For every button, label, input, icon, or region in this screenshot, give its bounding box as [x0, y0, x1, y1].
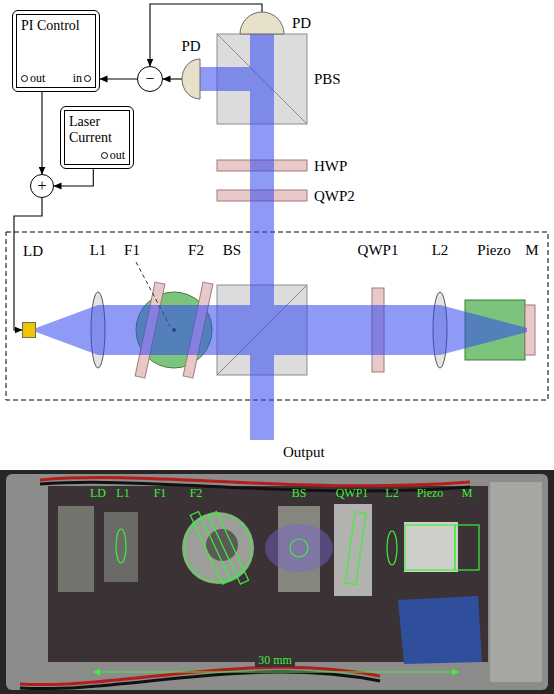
- part-label: Piezo: [477, 243, 510, 258]
- part-label: Output: [283, 445, 325, 460]
- signal-wire: [163, 78, 182, 79]
- part-label: QWP2: [314, 189, 355, 204]
- part-label: L2: [432, 243, 449, 258]
- photo-annotation: BS: [292, 487, 307, 499]
- lens-outline: [116, 529, 126, 563]
- signal-wire: [14, 198, 42, 330]
- part-label: PBS: [314, 72, 341, 87]
- signal-wire: [41, 92, 42, 174]
- port-terminal: [21, 75, 28, 82]
- cavity-beam: [36, 305, 527, 355]
- violet-glow: [265, 524, 333, 572]
- part-label: F2: [188, 243, 204, 258]
- box-title: Laser Current: [69, 114, 125, 145]
- signal-wire: [150, 4, 262, 66]
- lens-outline: [387, 531, 397, 565]
- housing-end-block: [490, 482, 542, 682]
- photodiode: PD: [240, 12, 284, 34]
- signal-wire: [100, 78, 137, 79]
- piezo-outline: [405, 525, 455, 570]
- photo-annotation: F1: [154, 487, 167, 499]
- plate-outline: [345, 512, 366, 585]
- laser-housing-outline: [6, 232, 548, 400]
- part-label: HWP: [314, 159, 347, 174]
- port-label: in: [73, 72, 82, 84]
- component-label: LD: [23, 244, 43, 259]
- mirror-outline: [455, 525, 479, 570]
- summing-node: +: [30, 174, 54, 198]
- part-label: BS: [223, 243, 241, 258]
- dimension-line: [94, 671, 458, 672]
- part-label: F1: [124, 243, 140, 258]
- bs-outline: [290, 539, 308, 557]
- port-terminal: [84, 75, 91, 82]
- photo-annotation: M: [462, 487, 473, 499]
- photodiode-body: [182, 59, 200, 99]
- port: out: [101, 149, 125, 161]
- dimension-label: 30 mm: [255, 653, 295, 667]
- box-title: PI Control: [21, 18, 91, 34]
- piezo-block: [404, 522, 458, 572]
- photodiode: PD: [182, 59, 200, 99]
- component-label: PD: [292, 16, 311, 31]
- port-row: out in: [21, 72, 91, 84]
- operator-sign: +: [37, 178, 46, 194]
- controller-box: PI Control out in: [12, 10, 100, 92]
- port-row: out: [69, 149, 125, 161]
- port-label: out: [30, 72, 45, 84]
- photo-annotation: QWP1: [336, 487, 369, 499]
- lens-holder: [104, 512, 138, 582]
- housing-metal: [6, 474, 548, 690]
- box-inner: PI Control out in: [16, 14, 96, 88]
- diode-mount: [58, 506, 94, 592]
- box-inner: Laser Current out: [64, 110, 130, 165]
- port-label: out: [110, 149, 125, 161]
- photo-annotation: L1: [116, 487, 129, 499]
- part-label: L1: [90, 243, 107, 258]
- photo-annotation: L2: [385, 487, 398, 499]
- part-label: QWP1: [358, 243, 399, 258]
- plate-outline: [208, 511, 248, 584]
- annotation-overlay: [94, 511, 479, 672]
- current-source-box: Laser Current out: [60, 106, 134, 169]
- port: in: [73, 72, 91, 84]
- photo-ground: [0, 470, 554, 694]
- signal-wire: [54, 169, 93, 186]
- photodiode-shape: [182, 59, 200, 99]
- component-label: PD: [181, 39, 200, 54]
- photo-annotation: LD: [90, 487, 106, 499]
- blue-tape: [398, 596, 482, 664]
- plate-outline: [190, 511, 230, 584]
- subtractor-node: −: [137, 66, 163, 92]
- photodiode-body: [240, 12, 284, 34]
- reflected-beam: [200, 67, 262, 91]
- waveplate-holder: [334, 504, 372, 596]
- photodiode-shape: [240, 12, 284, 34]
- laser-beam: [36, 34, 527, 440]
- output-beam: [250, 34, 274, 440]
- filter-mount: [182, 512, 254, 584]
- laser-diode: LD: [22, 322, 36, 338]
- photo-annotation: Piezo: [417, 487, 444, 499]
- port: out: [21, 72, 45, 84]
- operator-sign: −: [145, 71, 154, 87]
- black-wire: [20, 672, 380, 689]
- part-label: M: [525, 243, 538, 258]
- port-terminal: [101, 152, 108, 159]
- photo-annotation: F2: [190, 487, 203, 499]
